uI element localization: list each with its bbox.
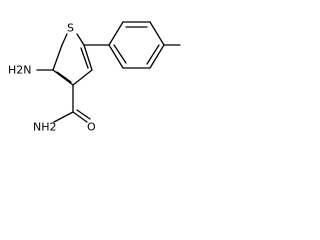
bond-c2-c3 <box>52 69 74 86</box>
molecule-drawing: S H2N NH2 O <box>8 21 181 134</box>
bond-ph3-ph4 <box>149 21 165 46</box>
amide-oxygen-label: O <box>87 121 96 134</box>
sulfur-label: S <box>67 22 74 35</box>
bond-ph1-ph2 <box>108 21 124 46</box>
bond-c3-c4 <box>72 69 93 86</box>
structure-diagram: S H2N NH2 O <box>0 0 187 155</box>
bond-c4-c5 <box>83 44 93 71</box>
bond-c5-s1 <box>76 33 85 46</box>
bond-camide-o-double <box>76 109 91 120</box>
bond-s1-c2-top <box>61 33 68 46</box>
bond-ph6-ph1-inner <box>113 44 127 64</box>
bond-s1-c2 <box>52 44 63 71</box>
bond-ph6-ph1 <box>108 44 124 69</box>
bond-ph4-ph5 <box>149 44 165 69</box>
bond-camide-n <box>53 111 74 123</box>
bond-ph4-ph5-inner <box>146 44 160 65</box>
bond-c4-c5-inner <box>80 47 89 69</box>
amide-nitrogen-label: NH2 <box>33 121 57 134</box>
bond-camide-o <box>72 111 88 123</box>
amino-label: H2N <box>8 64 32 77</box>
bond-c2-c3-inner <box>56 71 72 83</box>
